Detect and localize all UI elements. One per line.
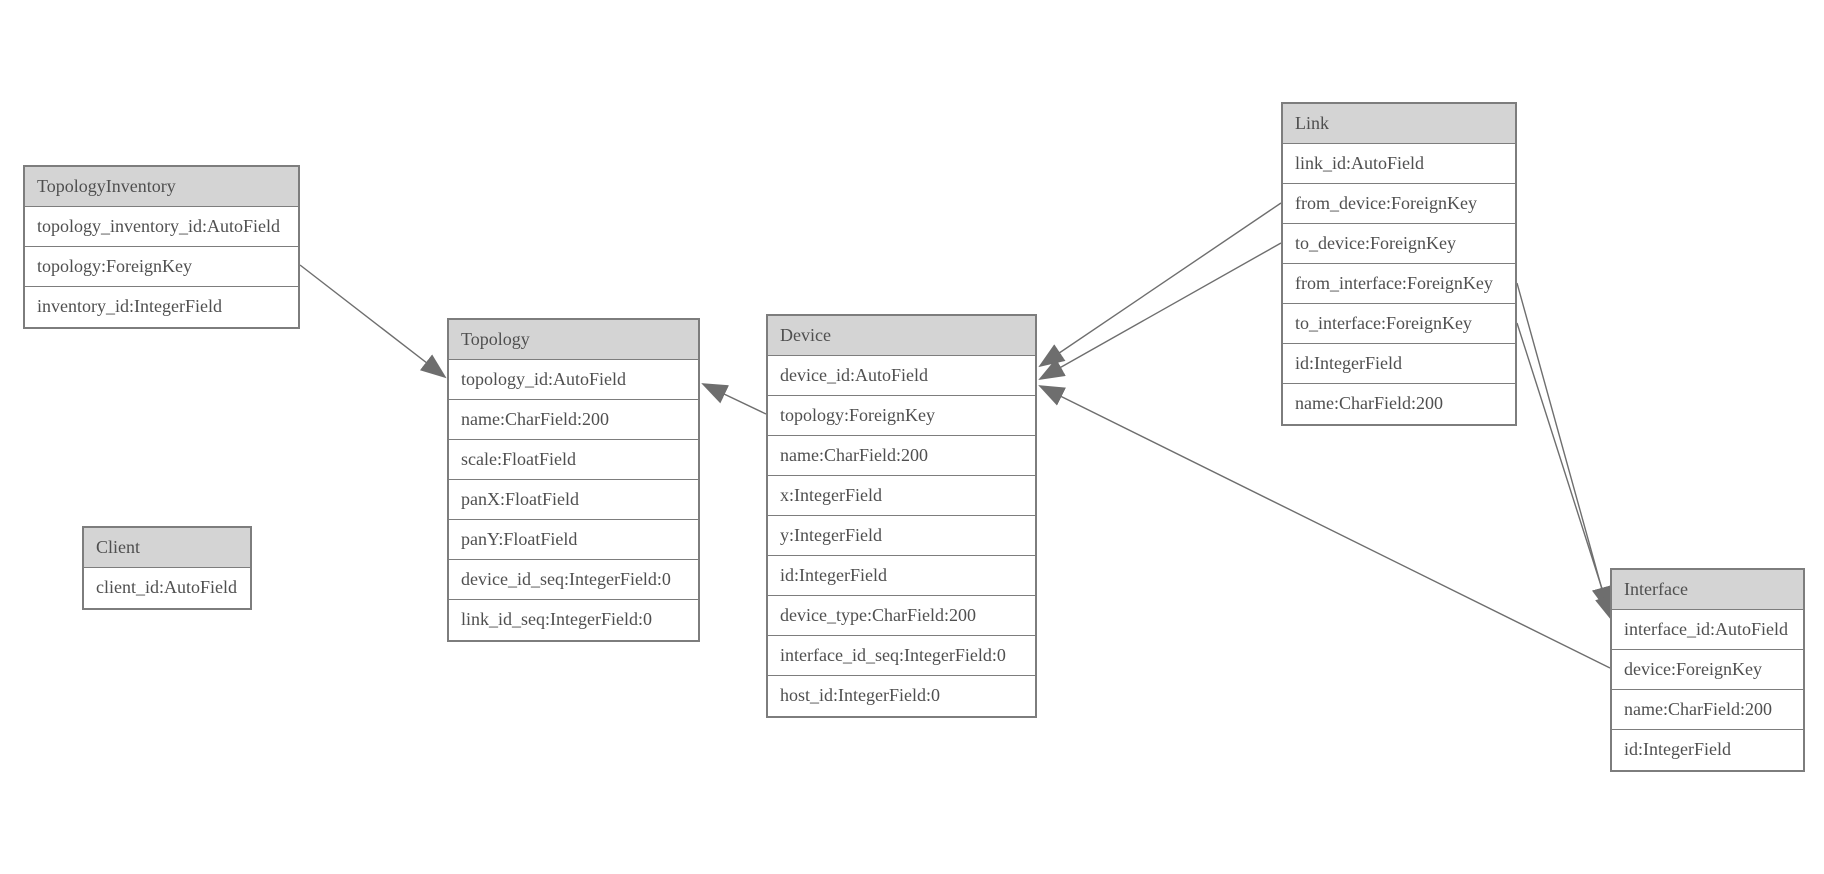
- field-row: name:CharField:200: [1612, 690, 1803, 730]
- table-client-header: Client: [84, 528, 250, 568]
- field-row: inventory_id:IntegerField: [25, 287, 298, 327]
- field-row: id:IntegerField: [768, 556, 1035, 596]
- table-client: Client client_id:AutoField: [82, 526, 252, 610]
- table-device-header: Device: [768, 316, 1035, 356]
- field-row: panY:FloatField: [449, 520, 698, 560]
- field-row: x:IntegerField: [768, 476, 1035, 516]
- table-topologyinventory-header: TopologyInventory: [25, 167, 298, 207]
- field-row: device_id_seq:IntegerField:0: [449, 560, 698, 600]
- field-row: topology_id:AutoField: [449, 360, 698, 400]
- field-row: device:ForeignKey: [1612, 650, 1803, 690]
- edge-link-frominterface-interface: [1516, 282, 1612, 613]
- field-row: to_device:ForeignKey: [1283, 224, 1515, 264]
- edge-link-tointerface-interface: [1516, 322, 1615, 622]
- edge-link-fromdevice-device: [1038, 202, 1282, 368]
- field-row: scale:FloatField: [449, 440, 698, 480]
- field-row: interface_id_seq:IntegerField:0: [768, 636, 1035, 676]
- field-row: name:CharField:200: [449, 400, 698, 440]
- edge-device-topology: [701, 383, 767, 415]
- field-row: topology:ForeignKey: [768, 396, 1035, 436]
- field-row: to_interface:ForeignKey: [1283, 304, 1515, 344]
- table-link-header: Link: [1283, 104, 1515, 144]
- table-interface-header: Interface: [1612, 570, 1803, 610]
- field-row: topology_inventory_id:AutoField: [25, 207, 298, 247]
- table-interface: Interface interface_id:AutoField device:…: [1610, 568, 1805, 772]
- field-row: name:CharField:200: [768, 436, 1035, 476]
- table-topology: Topology topology_id:AutoField name:Char…: [447, 318, 700, 642]
- field-row: panX:FloatField: [449, 480, 698, 520]
- edge-interface-device: [1038, 385, 1611, 669]
- field-row: host_id:IntegerField:0: [768, 676, 1035, 716]
- edge-link-todevice-device: [1038, 242, 1282, 380]
- field-row: device_type:CharField:200: [768, 596, 1035, 636]
- table-device: Device device_id:AutoField topology:Fore…: [766, 314, 1037, 718]
- table-link: Link link_id:AutoField from_device:Forei…: [1281, 102, 1517, 426]
- field-row: from_interface:ForeignKey: [1283, 264, 1515, 304]
- field-row: client_id:AutoField: [84, 568, 250, 608]
- field-row: link_id_seq:IntegerField:0: [449, 600, 698, 640]
- field-row: id:IntegerField: [1283, 344, 1515, 384]
- field-row: name:CharField:200: [1283, 384, 1515, 424]
- table-topologyinventory: TopologyInventory topology_inventory_id:…: [23, 165, 300, 329]
- field-row: interface_id:AutoField: [1612, 610, 1803, 650]
- field-row: y:IntegerField: [768, 516, 1035, 556]
- field-row: device_id:AutoField: [768, 356, 1035, 396]
- table-topology-header: Topology: [449, 320, 698, 360]
- edge-topologyinventory-topology: [299, 264, 447, 379]
- field-row: id:IntegerField: [1612, 730, 1803, 770]
- field-row: topology:ForeignKey: [25, 247, 298, 287]
- field-row: link_id:AutoField: [1283, 144, 1515, 184]
- field-row: from_device:ForeignKey: [1283, 184, 1515, 224]
